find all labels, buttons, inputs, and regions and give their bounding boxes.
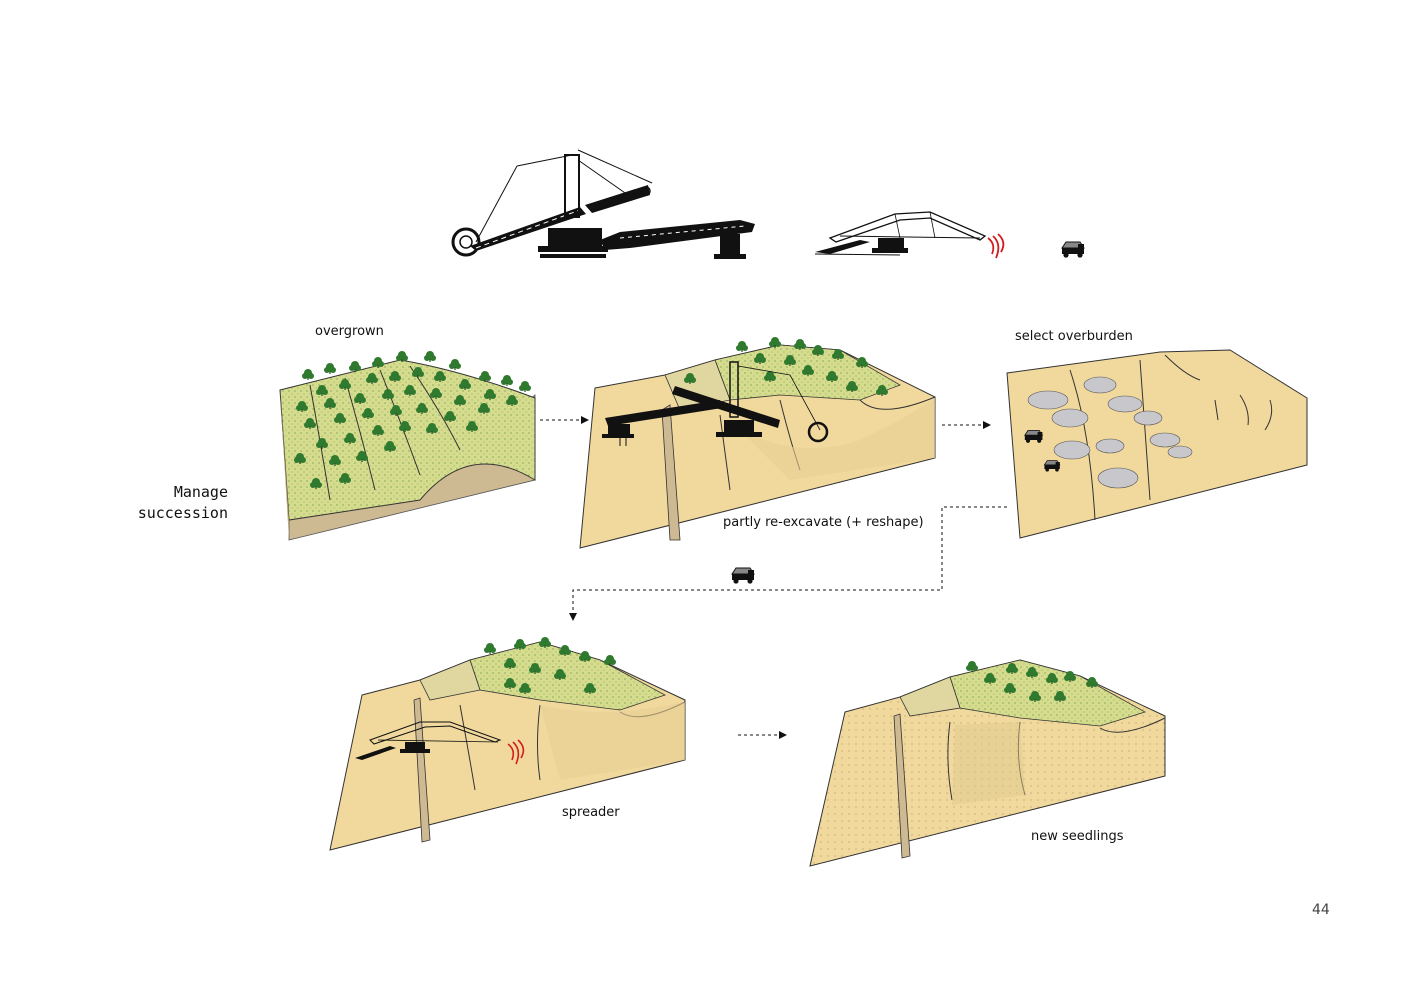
spreader-machine-block4 [355,721,502,760]
block-select-overburden [1006,349,1308,539]
transport-truck-icon [731,567,755,585]
label-overgrown: overgrown [315,324,384,339]
title-line-1: Manage [173,483,228,501]
block-overgrown [279,351,536,541]
flow-arrows [540,416,1007,739]
bucket-wheel-excavator-block2 [602,361,829,446]
spreader-machine-top [814,211,987,256]
block-reexcavate [579,337,936,549]
diagram-title: Manage succession [110,482,228,524]
label-new-seedlings: new seedlings [1031,829,1124,844]
title-line-2: succession [137,504,228,522]
arrow-3-to-4 [569,506,1007,621]
label-select-overburden: select overburden [1015,329,1133,344]
label-reexcavate: partly re-excavate (+ reshape) [723,515,924,530]
bucket-wheel-excavator-large [451,149,755,259]
block-spreader [329,637,686,851]
dump-truck-icon [1061,241,1085,259]
block-new-seedlings [809,659,1166,867]
page-number: 44 [1312,902,1330,918]
label-spreader: spreader [562,805,620,820]
spoil-heaps [1027,376,1193,489]
spoil-stream-red [987,233,1005,259]
